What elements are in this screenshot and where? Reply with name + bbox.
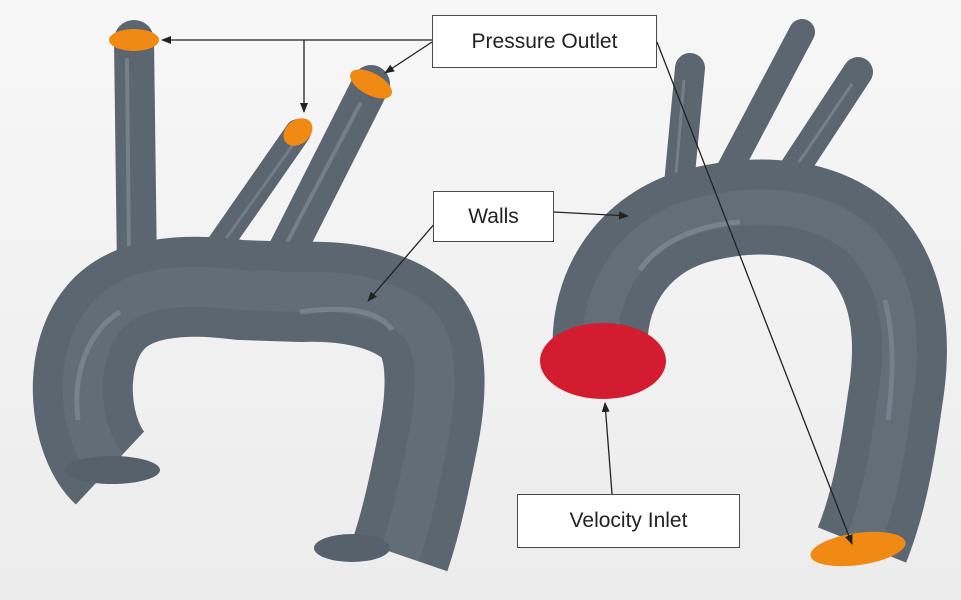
- walls-label: Walls: [433, 191, 554, 242]
- pressure-outlet-label: Pressure Outlet: [432, 15, 657, 68]
- arrow-velocity-inlet: [605, 403, 612, 494]
- velocity-inlet-text: Velocity Inlet: [570, 509, 688, 533]
- velocity-inlet-label: Velocity Inlet: [517, 494, 740, 548]
- left-aortic-arch: [83, 287, 435, 555]
- velocity-inlet-face: [540, 323, 666, 399]
- walls-text: Walls: [468, 205, 519, 229]
- left-branch-1: [134, 40, 137, 270]
- left-vessel-model: [64, 29, 435, 562]
- right-vessel-model: [540, 32, 908, 572]
- arrow-to-left-outlet-3: [385, 42, 432, 73]
- left-outlet-cap-1: [109, 29, 159, 51]
- pressure-outlet-text: Pressure Outlet: [472, 30, 618, 54]
